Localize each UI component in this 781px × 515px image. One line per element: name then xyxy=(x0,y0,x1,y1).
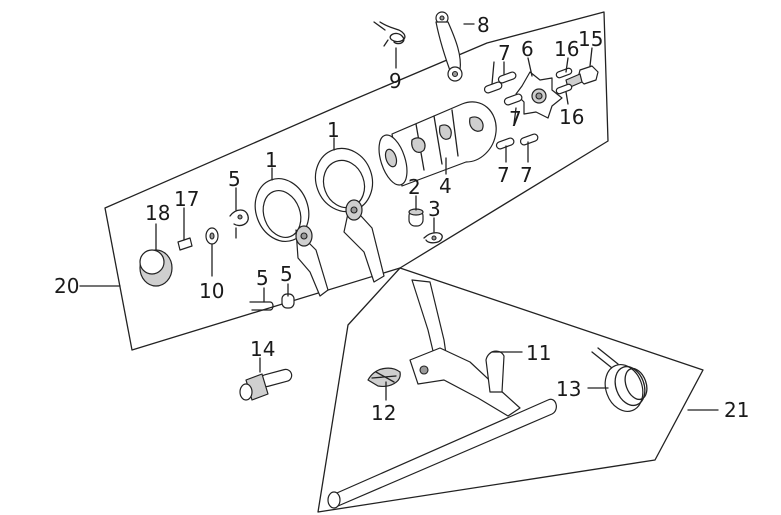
callout-5-lower-right: 5 xyxy=(280,262,293,286)
callout-16-lower: 16 xyxy=(559,105,584,129)
callout-3: 3 xyxy=(428,197,441,221)
callout-1-left: 1 xyxy=(265,148,278,172)
callout-11: 11 xyxy=(526,341,551,365)
clip-part-5-lower-left xyxy=(249,301,274,311)
washer-part-17 xyxy=(177,237,193,251)
callout-20: 20 xyxy=(54,274,79,298)
callout-7-middle: 7 xyxy=(509,107,522,131)
callout-16-upper: 16 xyxy=(554,37,579,61)
washer-part-10 xyxy=(205,227,219,245)
group-20-outline xyxy=(104,11,609,351)
callout-labels: 1 1 2 3 4 5 5 5 6 7 7 7 7 8 9 10 11 12 1… xyxy=(54,13,749,425)
return-spring-part-13 xyxy=(591,347,648,412)
callout-9: 9 xyxy=(389,69,402,93)
pin-part-16-lower xyxy=(555,83,573,95)
pin-part-7-e xyxy=(519,133,539,146)
callout-7-top: 7 xyxy=(498,41,511,65)
shift-fork-part-1-right xyxy=(314,147,385,283)
pin-part-16-upper xyxy=(555,67,573,79)
shift-drum-part-4 xyxy=(378,101,497,187)
callout-15: 15 xyxy=(578,27,603,51)
callout-10: 10 xyxy=(199,279,224,303)
shift-shaft-part-11 xyxy=(327,279,557,509)
clip-part-5-upper xyxy=(229,209,249,239)
roller-part-2 xyxy=(408,208,424,227)
cam-plate-part-6 xyxy=(515,71,563,119)
spring-part-9 xyxy=(373,21,406,47)
callout-18: 18 xyxy=(145,201,170,225)
pin-part-7-b xyxy=(497,71,517,84)
callout-4: 4 xyxy=(439,174,452,198)
pin-part-7-c xyxy=(503,93,523,106)
clip-part-3 xyxy=(423,232,443,244)
stopper-arm-part-8 xyxy=(435,11,463,82)
callout-17: 17 xyxy=(174,187,199,211)
callout-1-right: 1 xyxy=(327,118,340,142)
callout-13: 13 xyxy=(556,377,581,401)
callout-5-upper: 5 xyxy=(228,167,241,191)
callout-2: 2 xyxy=(408,175,421,199)
callout-5-lower-left: 5 xyxy=(256,266,269,290)
callout-12: 12 xyxy=(371,401,396,425)
pin-bolt-part-14 xyxy=(239,368,293,401)
leader-lines xyxy=(79,23,719,411)
spring-part-12 xyxy=(367,367,401,387)
callout-14: 14 xyxy=(250,337,275,361)
callout-6: 6 xyxy=(521,37,534,61)
shift-fork-part-1-left xyxy=(254,178,329,297)
pin-part-7-d xyxy=(495,137,515,150)
callout-7-bottom-right: 7 xyxy=(520,163,533,187)
cap-part-18 xyxy=(139,249,173,287)
group-21-outline xyxy=(317,267,704,513)
callout-7-bottom-left: 7 xyxy=(497,163,510,187)
callout-8: 8 xyxy=(477,13,490,37)
callout-21: 21 xyxy=(724,398,749,422)
